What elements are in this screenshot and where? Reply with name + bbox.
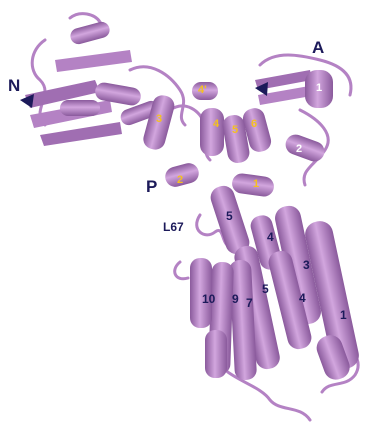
- tm-label-5: 5: [262, 282, 269, 296]
- helix-label-2: 2: [177, 174, 183, 186]
- coil-n-left: [32, 40, 45, 125]
- helix-a-2: [283, 132, 327, 164]
- tm-label-10: 10: [202, 292, 215, 306]
- helix-n-1: [69, 20, 112, 46]
- tm-label-3: 3: [303, 258, 310, 272]
- coil-left-small: [175, 262, 188, 279]
- tm-10-lower: [205, 330, 227, 378]
- tm-label-1: 1: [340, 308, 347, 322]
- helix-label-4: 4: [213, 118, 219, 130]
- helix-n-3: [60, 100, 100, 116]
- domain-label-n: N: [8, 76, 20, 96]
- helix-label-1: 1: [253, 178, 259, 190]
- coil-bottom: [215, 360, 310, 420]
- helix-label-5: 5: [232, 124, 238, 136]
- domain-label-p: P: [146, 177, 157, 197]
- transmembrane-domain: [190, 183, 361, 383]
- helix-label-3: 3: [156, 113, 162, 125]
- sheet-n-3: [40, 122, 122, 146]
- helix-label-4prime: 4': [198, 84, 207, 96]
- loop-label-l67: L67: [163, 220, 184, 234]
- helix-p-4: [200, 108, 224, 156]
- helix-a-label-2: 2: [296, 143, 302, 155]
- domain-label-a: A: [312, 38, 324, 58]
- helix-label-6: 6: [251, 118, 257, 130]
- tm-label-7: 7: [246, 296, 253, 310]
- tm-label-4: 4: [299, 291, 306, 305]
- sheet-n-4: [55, 50, 132, 72]
- tm-label-9: 9: [232, 292, 239, 306]
- helix-a-label-1: 1: [316, 82, 322, 94]
- tm-label-5-upper: 5: [226, 209, 233, 223]
- tm-label-4-upper: 4: [267, 230, 274, 244]
